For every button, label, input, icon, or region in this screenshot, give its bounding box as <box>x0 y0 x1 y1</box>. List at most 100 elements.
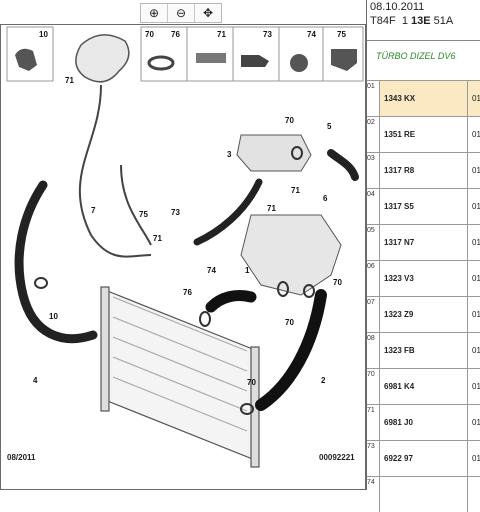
catalog-date: 08.10.2011 <box>370 1 425 13</box>
part-quantity: 01 <box>472 346 480 355</box>
part-quantity: 01 <box>472 382 480 391</box>
row-number: 04 <box>367 189 380 224</box>
callout: 7 <box>91 206 96 215</box>
part-quantity: 01 <box>472 310 480 319</box>
row-number: 73 <box>367 441 380 476</box>
part-reference <box>380 477 468 512</box>
row-number: 70 <box>367 369 380 404</box>
part-reference: 6981 J0 <box>380 405 468 440</box>
callout: 3 <box>227 150 232 159</box>
row-number: 06 <box>367 261 380 296</box>
part-reference: 1343 KX <box>380 81 468 116</box>
row-number: 01 <box>367 81 380 116</box>
callout: 70 <box>333 278 342 287</box>
pipe-7 <box>78 84 152 258</box>
table-row[interactable]: 74 <box>367 476 480 512</box>
zoom-out-icon: ⊖ <box>175 6 187 20</box>
pipe-71 <box>120 164 152 246</box>
part-quantity <box>468 477 472 512</box>
diagram-date: 08/2011 <box>7 453 36 462</box>
parts-diagram[interactable]: 10 70 76 71 73 74 75 71 7 75 73 74 71 70… <box>0 24 366 490</box>
part-quantity: 01 <box>472 166 480 175</box>
part-quantity: 01 <box>472 238 480 247</box>
callout: 4 <box>33 376 38 385</box>
row-number: 71 <box>367 405 380 440</box>
part-reference: 1317 R8 <box>380 153 468 188</box>
callout-labels: 10 70 76 71 73 74 75 71 7 75 73 74 71 70… <box>33 30 346 387</box>
zoom-in-button[interactable]: ⊕ <box>141 4 168 22</box>
water-outlet <box>240 214 342 296</box>
callout: 75 <box>139 210 148 219</box>
part-reference: 1351 RE <box>380 117 468 152</box>
row-number: 03 <box>367 153 380 188</box>
callout: 5 <box>327 122 332 131</box>
part-quantity: 01 <box>472 202 480 211</box>
callout: 74 <box>207 266 216 275</box>
thumbnail-row <box>6 26 364 82</box>
part-quantity: 01 <box>468 81 480 116</box>
callout: 2 <box>321 376 326 385</box>
row-number: 05 <box>367 225 380 260</box>
part-quantity: 01 <box>472 274 480 283</box>
part-reference: 1323 V3 <box>380 261 468 296</box>
hose-1 <box>205 289 257 313</box>
diagram-toolbar: ⊕ ⊖ ✥ <box>0 0 366 24</box>
row-number: 07 <box>367 297 380 332</box>
callout: 76 <box>171 30 180 39</box>
part-reference: 1317 N7 <box>380 225 468 260</box>
radiator <box>100 286 260 468</box>
thermostat-housing <box>236 134 312 172</box>
callout: 73 <box>263 30 272 39</box>
callout: 76 <box>183 288 192 297</box>
row-number: 08 <box>367 333 380 368</box>
parts-list-panel: 08.10.2011 T84F 1 13E 51A TÜRBO DIZEL DV… <box>366 0 480 512</box>
callout: 71 <box>153 234 162 243</box>
callout: 71 <box>291 186 300 195</box>
part-reference: 6981 K4 <box>380 369 468 404</box>
catalog-code: T84F 1 13E 51A <box>370 15 454 27</box>
callout: 10 <box>39 30 48 39</box>
hose-5 <box>327 149 359 181</box>
hose-3 <box>193 178 263 246</box>
move-icon: ✥ <box>202 6 214 20</box>
zoom-tools: ⊕ ⊖ ✥ <box>140 3 222 23</box>
part-reference: 1323 FB <box>380 333 468 368</box>
callout: 10 <box>49 312 58 321</box>
callout: 1 <box>245 266 250 275</box>
zoom-out-button[interactable]: ⊖ <box>168 4 195 22</box>
hose-clamps <box>34 146 315 415</box>
zoom-in-icon: ⊕ <box>148 6 160 20</box>
hose-2 <box>255 289 327 411</box>
callout: 70 <box>247 378 256 387</box>
hose-4 <box>14 180 98 344</box>
expansion-tank <box>75 34 130 83</box>
part-reference: 1317 S5 <box>380 189 468 224</box>
callout: 70 <box>145 30 154 39</box>
part-reference: 6922 97 <box>380 441 468 476</box>
callout: 75 <box>337 30 346 39</box>
callout: 6 <box>323 194 328 203</box>
part-reference: 1323 Z9 <box>380 297 468 332</box>
callout: 71 <box>267 204 276 213</box>
part-quantity: 01 <box>472 454 480 463</box>
exploded-view-drawing: 10 70 76 71 73 74 75 71 7 75 73 74 71 70… <box>6 26 364 468</box>
callout: 70 <box>285 116 294 125</box>
row-number: 02 <box>367 117 380 152</box>
callout: 71 <box>217 30 226 39</box>
part-quantity: 01 <box>472 418 480 427</box>
callout: 73 <box>171 208 180 217</box>
fit-view-button[interactable]: ✥ <box>195 4 221 22</box>
callout: 71 <box>65 76 74 85</box>
